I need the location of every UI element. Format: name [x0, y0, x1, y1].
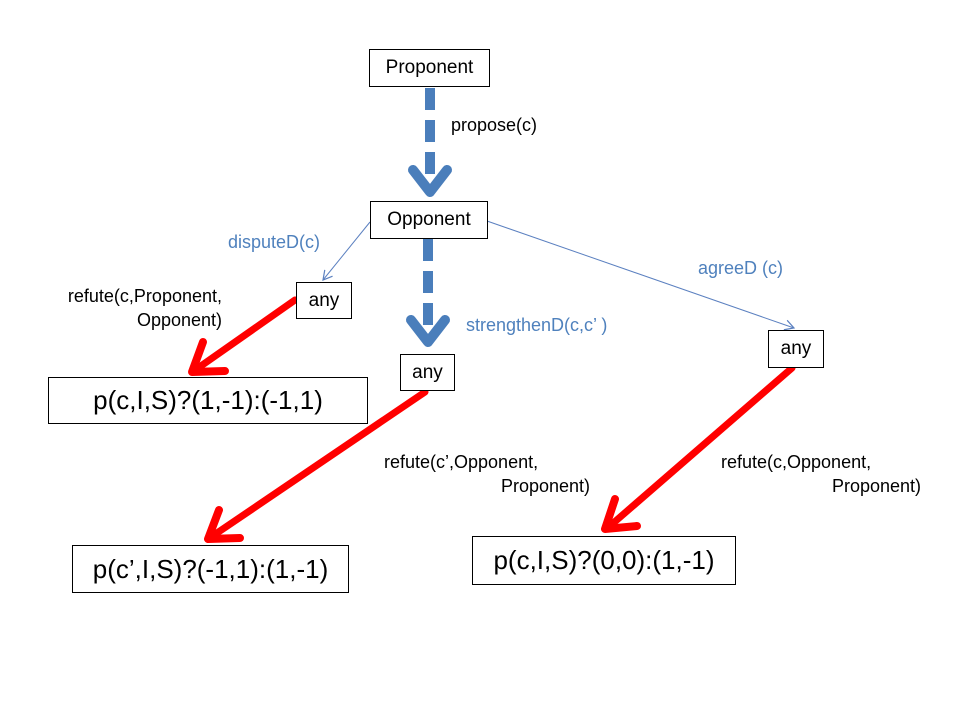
label-refute-middle-line2: Proponent)	[500, 476, 590, 496]
label-refute-middle-line1: refute(c’,Opponent,	[384, 452, 539, 472]
node-any-middle: any	[400, 354, 455, 391]
node-opponent: Opponent	[370, 201, 488, 239]
label-agree: agreeD (c)	[698, 258, 784, 278]
label-strengthen: strengthenD(c,c’ )	[466, 315, 608, 335]
node-proponent: Proponent	[369, 49, 490, 87]
edge-refute-left	[188, 296, 299, 376]
label-refute-right: refute(c,Opponent, Proponent)	[721, 450, 921, 498]
node-any-left: any	[296, 282, 352, 319]
edge-agree	[486, 220, 796, 331]
label-refute-left-line1: refute(c,Proponent,	[67, 286, 222, 306]
label-refute-middle: refute(c’,Opponent, Proponent)	[384, 450, 590, 498]
label-dispute: disputeD(c)	[228, 232, 321, 252]
node-outcome-middle: p(c’,I,S)?(-1,1):(1,-1)	[72, 545, 349, 593]
edge-refute-right	[601, 364, 796, 533]
label-propose: propose(c)	[451, 115, 538, 135]
edge-strengthen	[406, 239, 450, 347]
label-refute-right-line2: Proponent)	[831, 476, 921, 496]
node-outcome-left: p(c,I,S)?(1,-1):(-1,1)	[48, 377, 368, 424]
node-outcome-right: p(c,I,S)?(0,0):(1,-1)	[472, 536, 736, 585]
edge-refute-middle	[204, 388, 429, 543]
label-refute-right-line1: refute(c,Opponent,	[721, 452, 872, 472]
label-refute-left: refute(c,Proponent, Opponent)	[24, 284, 222, 332]
edge-dispute	[322, 221, 371, 281]
edge-propose	[408, 88, 452, 197]
node-any-right: any	[768, 330, 824, 368]
label-refute-left-line2: Opponent)	[136, 310, 222, 330]
